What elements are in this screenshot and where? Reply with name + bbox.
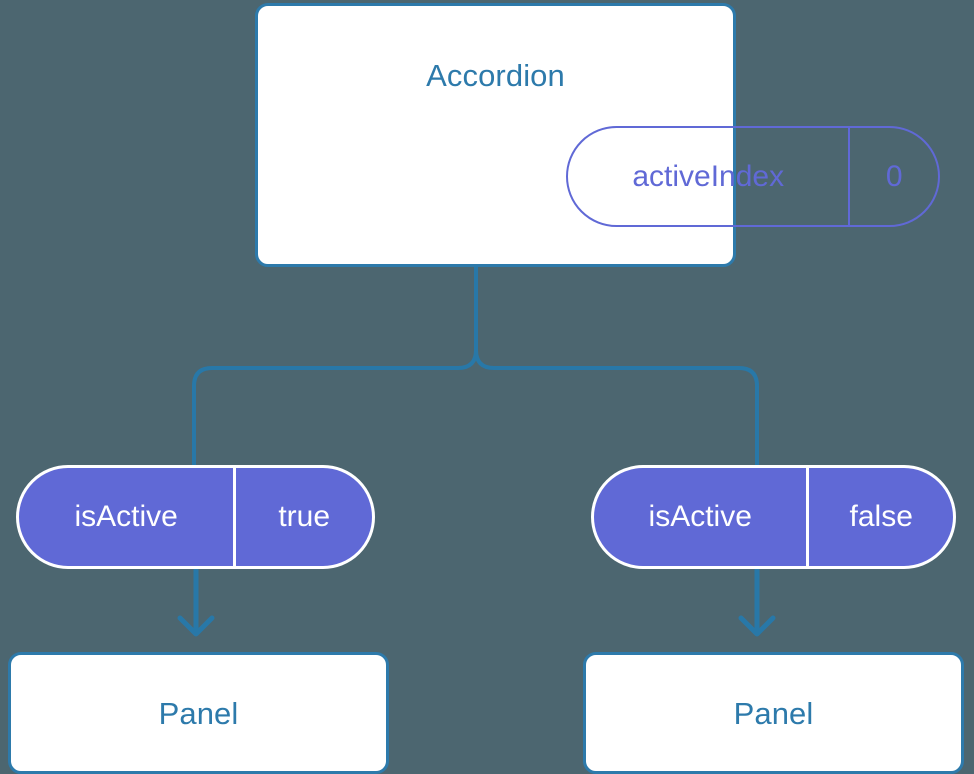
arrow-right-pill-to-panel xyxy=(738,567,776,637)
prop-pill-value: false xyxy=(806,468,953,566)
state-pill-active-index[interactable]: activeIndex 0 xyxy=(566,126,940,227)
connector-root-to-right xyxy=(474,348,759,467)
component-title-accordion: Accordion xyxy=(426,58,565,93)
prop-pill-key: isActive xyxy=(648,500,752,533)
connector-root-split xyxy=(192,265,478,467)
component-node-panel-right[interactable]: Panel xyxy=(583,652,964,774)
prop-pill-is-active-true[interactable]: isActive true xyxy=(16,465,375,569)
component-node-panel-left[interactable]: Panel xyxy=(8,652,389,774)
component-title-panel: Panel xyxy=(733,696,814,731)
state-pill-value: 0 xyxy=(848,128,938,225)
component-title-panel: Panel xyxy=(158,696,239,731)
prop-pill-is-active-false[interactable]: isActive false xyxy=(591,465,956,569)
prop-pill-value: true xyxy=(233,468,372,566)
prop-pill-key: isActive xyxy=(74,500,178,533)
component-node-accordion[interactable]: Accordion activeIndex 0 xyxy=(255,3,940,267)
state-pill-key: activeIndex xyxy=(632,159,785,193)
arrow-left-pill-to-panel xyxy=(177,567,215,637)
